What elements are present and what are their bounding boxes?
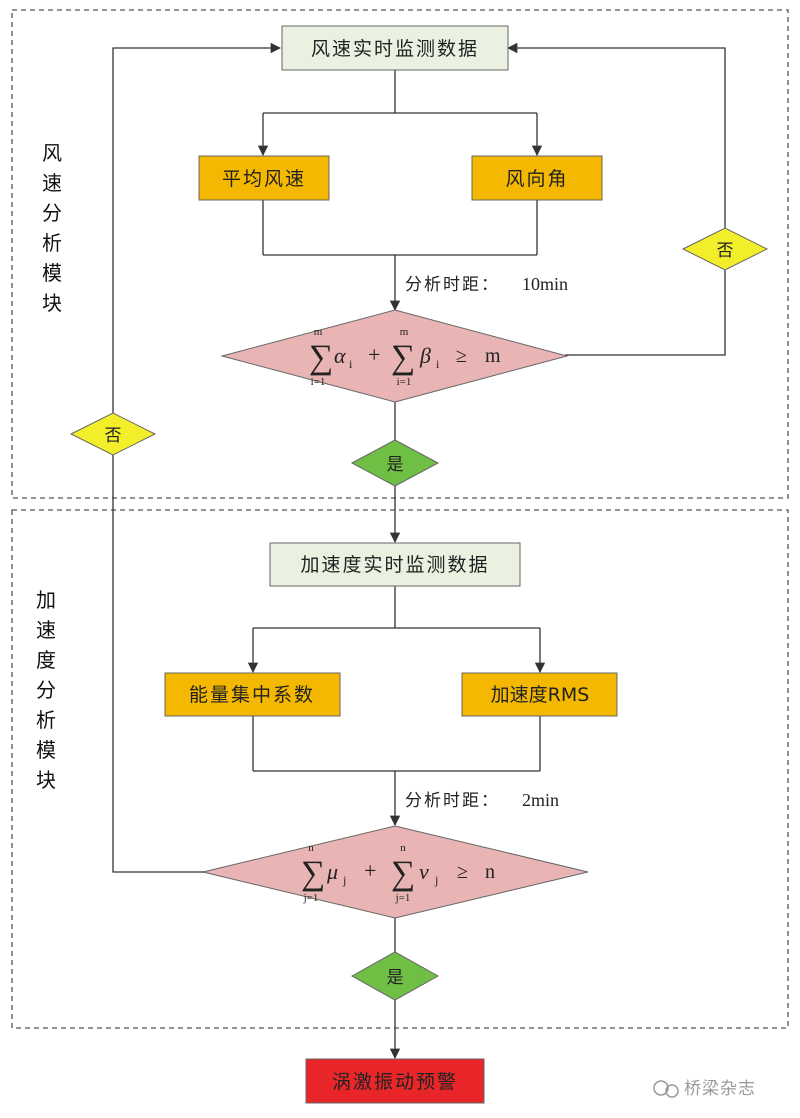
accel-realtime-text: 加速度实时监测数据	[300, 554, 489, 576]
watermark-text: 桥梁杂志	[684, 1079, 756, 1099]
accel-condition-diamond	[202, 825, 589, 919]
wind-geq: ≥	[456, 345, 467, 367]
wechat-icon	[653, 1080, 669, 1096]
wind-module-label-char: 模	[42, 261, 62, 285]
wind-sum1-lower: i=1	[311, 376, 326, 388]
wind-rhs: m	[485, 345, 501, 367]
accel-rhs: n	[485, 861, 495, 883]
mean-speed-box	[198, 155, 330, 201]
wind-beta-sub: i	[436, 357, 440, 371]
accel-module-frame	[11, 509, 789, 1029]
watermark: 桥梁杂志	[653, 1079, 756, 1099]
accel-sum2-sigma: ∑	[391, 855, 415, 892]
accel-module-label-char: 加	[36, 588, 56, 612]
accel-rms-box	[461, 672, 618, 717]
wind-plus: +	[368, 342, 380, 367]
wind-alpha: α	[334, 343, 346, 368]
accel-nu: ν	[419, 859, 429, 884]
wind-realtime-box	[281, 25, 509, 71]
wind-angle-text: 风向角	[505, 168, 568, 190]
accel-no-diamond	[69, 412, 157, 456]
wind-connectors	[257, 42, 726, 544]
accel-nu-sub: j	[434, 873, 438, 887]
accel-interval-label: 分析时距：	[405, 791, 500, 811]
accel-realtime-box	[269, 542, 521, 587]
wind-yes-diamond	[350, 439, 440, 487]
wind-module-label-char: 析	[42, 231, 62, 255]
accel-sum1-lower: j=1	[303, 892, 319, 904]
energy-coeff-text: 能量集中系数	[189, 684, 315, 706]
accel-module-label-char: 模	[36, 738, 56, 762]
wind-module-frame	[11, 9, 789, 499]
wind-no-text: 否	[717, 241, 734, 261]
accel-interval-value: 2min	[522, 790, 559, 810]
mean-speed-text: 平均风速	[222, 168, 306, 190]
accel-module-label-char: 速	[36, 618, 56, 642]
accel-yes-diamond	[350, 951, 440, 1001]
accel-sum1-upper: n	[308, 842, 314, 854]
energy-coeff-box	[164, 672, 341, 717]
wind-module-label-char: 分	[42, 201, 62, 225]
accel-connectors	[112, 42, 546, 1060]
accel-mu-sub: j	[342, 873, 346, 887]
wind-module-label-char: 速	[42, 171, 62, 195]
wind-no-diamond	[681, 227, 769, 271]
accel-sum1-sigma: ∑	[301, 855, 325, 892]
accel-module-label: 加速度分析模块	[31, 585, 61, 795]
wind-interval-label: 分析时距：	[405, 275, 500, 295]
warning-text: 涡激振动预警	[332, 1071, 458, 1093]
accel-rms-text: 加速度RMS	[491, 684, 590, 706]
accel-module-label-char: 度	[36, 648, 56, 672]
accel-mu: μ	[326, 859, 338, 884]
accel-geq: ≥	[457, 861, 468, 883]
wind-yes-text: 是	[387, 455, 404, 475]
accel-module-label-char: 分	[36, 678, 56, 702]
wind-alpha-sub: i	[349, 357, 353, 371]
wind-module-label: 风速分析模块	[37, 138, 67, 318]
wind-realtime-text: 风速实时监测数据	[311, 38, 479, 60]
wind-condition-diamond	[220, 309, 569, 403]
accel-sum2-upper: n	[400, 842, 406, 854]
wind-sum1-upper: m	[314, 326, 323, 338]
warning-box	[305, 1058, 485, 1104]
wind-angle-box	[471, 155, 603, 201]
wind-module-label-char: 块	[42, 291, 62, 315]
accel-module-label-char: 析	[36, 708, 56, 732]
wind-sum2-lower: i=1	[397, 376, 412, 388]
wind-beta: β	[419, 343, 431, 368]
accel-no-text: 否	[105, 426, 122, 446]
accel-module-label-char: 块	[36, 768, 56, 792]
wind-module-label-char: 风	[42, 141, 62, 165]
wind-sum1-sigma: ∑	[309, 339, 333, 376]
wind-interval-value: 10min	[522, 274, 568, 294]
accel-plus: +	[364, 858, 376, 883]
accel-yes-text: 是	[387, 968, 404, 988]
wind-sum2-sigma: ∑	[391, 339, 415, 376]
accel-sum2-lower: j=1	[395, 892, 411, 904]
wind-sum2-upper: m	[400, 326, 409, 338]
